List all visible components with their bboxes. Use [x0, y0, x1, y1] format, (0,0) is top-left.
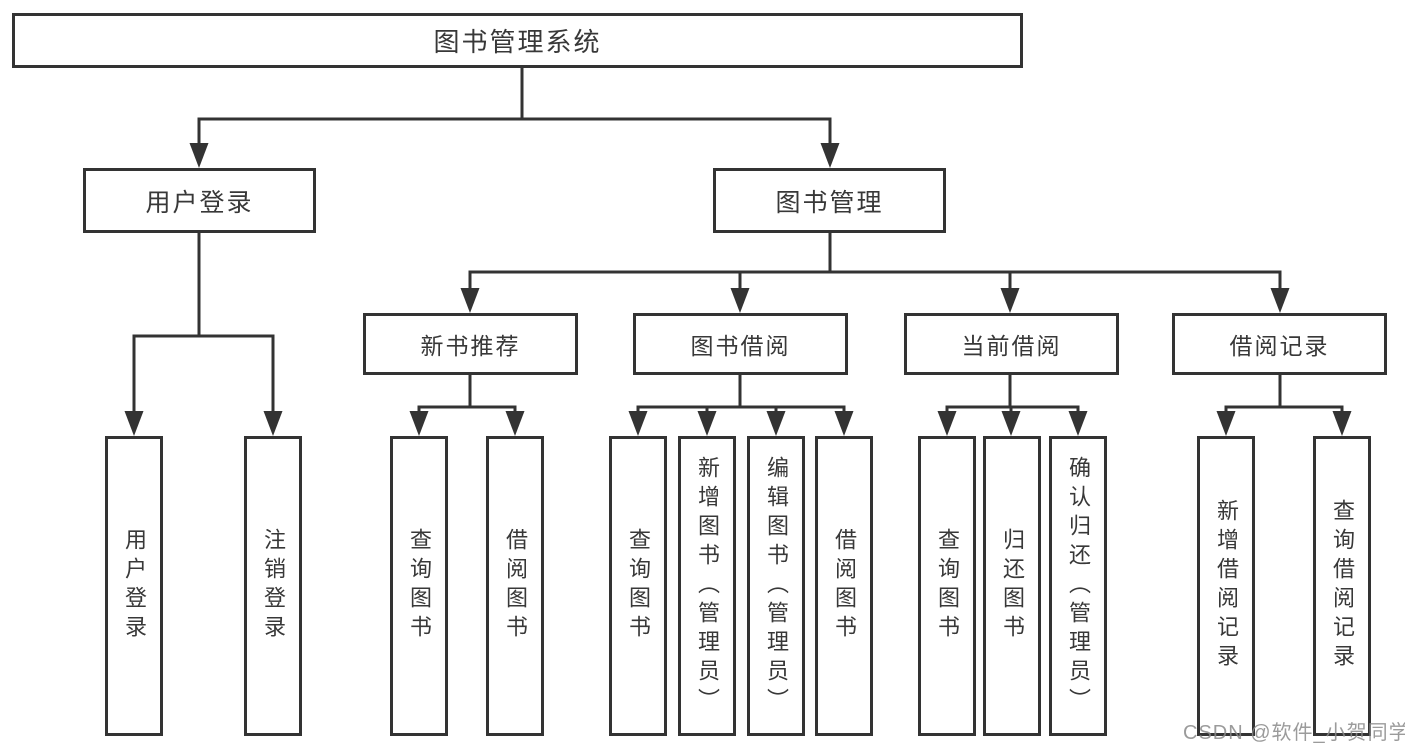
leaf-logout: 注销登录 — [244, 436, 302, 736]
node-book-borrow: 图书借阅 — [633, 313, 848, 375]
node-new-book-recommend: 新书推荐 — [363, 313, 578, 375]
node-current-borrow: 当前借阅 — [904, 313, 1119, 375]
leaf-add-borrow-record: 新增借阅记录 — [1197, 436, 1255, 736]
leaf-borrow-book-recommend: 借阅图书 — [486, 436, 544, 736]
leaf-user-login: 用户登录 — [105, 436, 163, 736]
watermark: CSDN @软件_小贺同学 — [1183, 722, 1405, 744]
leaf-query-book-borrow: 查询图书 — [609, 436, 667, 736]
node-borrow-record: 借阅记录 — [1172, 313, 1387, 375]
leaf-confirm-return-admin: 确认归还（管理员） — [1049, 436, 1107, 736]
leaf-query-book-current: 查询图书 — [918, 436, 976, 736]
leaf-edit-book-admin: 编辑图书（管理员） — [747, 436, 805, 736]
leaf-add-book-admin: 新增图书（管理员） — [678, 436, 736, 736]
node-book-management: 图书管理 — [713, 168, 946, 233]
leaf-query-borrow-record: 查询借阅记录 — [1313, 436, 1371, 736]
node-user-login: 用户登录 — [83, 168, 316, 233]
leaf-borrow-book: 借阅图书 — [815, 436, 873, 736]
leaf-query-book-recommend: 查询图书 — [390, 436, 448, 736]
node-system: 图书管理系统 — [12, 13, 1023, 68]
leaf-return-book: 归还图书 — [983, 436, 1041, 736]
